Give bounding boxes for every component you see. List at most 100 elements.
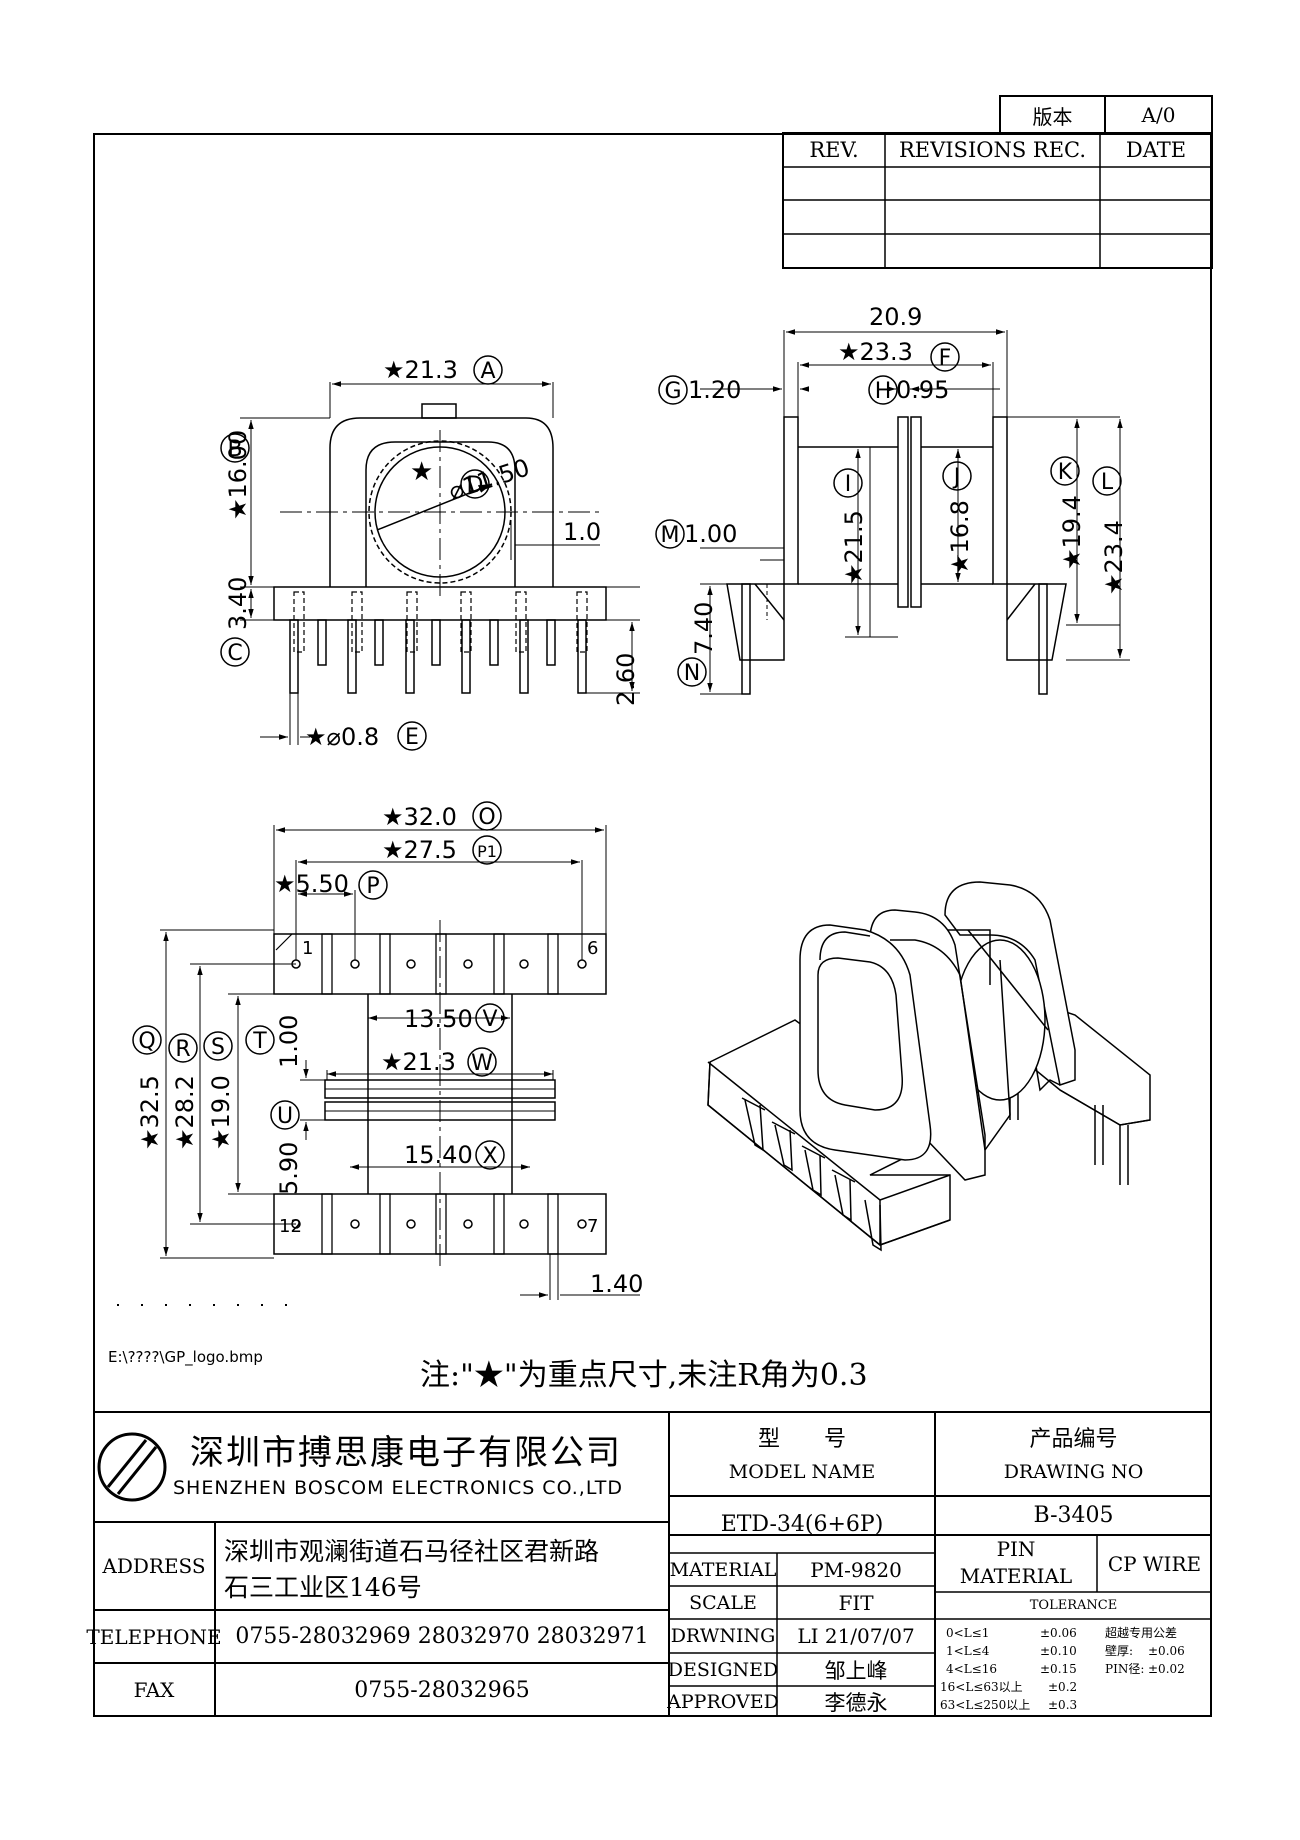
letter-F: F (930, 342, 960, 372)
letter-A: A (473, 355, 503, 385)
fax-label: FAX (133, 1678, 175, 1702)
letter-P: P (358, 870, 388, 900)
svg-text:X: X (482, 1144, 497, 1169)
letter-L: L (1092, 466, 1122, 496)
dim-Q-text: ★32.5 (136, 1075, 164, 1150)
front-view (240, 381, 640, 745)
dim-U-text: 5.90 (275, 1142, 303, 1195)
svg-text:E: E (405, 725, 419, 750)
tol-range-2: 4<L≤16 (946, 1662, 997, 1676)
company-name-cn: 深圳市搏思康电子有限公司 (190, 1433, 622, 1473)
tol-range-4: 63<L≤250以上 (940, 1698, 1031, 1712)
dim-R-text: ★28.2 (171, 1075, 199, 1150)
model-name-cn: 型 号 (757, 1427, 846, 1452)
pin-gap-text: 1.40 (590, 1270, 643, 1298)
svg-text:J: J (952, 465, 961, 490)
drawing-no-en: DRAWING NO (1003, 1461, 1144, 1483)
svg-text:B: B (227, 437, 242, 462)
svg-text:H: H (875, 379, 892, 404)
dim-E-text: ★⌀0.8 (305, 723, 379, 751)
dim-G-text: 1.20 (688, 376, 741, 404)
date-header: DATE (1125, 138, 1187, 162)
letter-G: G (658, 375, 688, 405)
svg-text:C: C (227, 641, 242, 666)
letter-X: X (475, 1140, 505, 1170)
drawing-no-value: B-3405 (1033, 1503, 1114, 1528)
dim-M-text: 1.00 (684, 520, 737, 548)
dim-O-text: ★32.0 (382, 803, 457, 831)
svg-text:I: I (845, 472, 852, 497)
dim-K-text: ★19.4 (1058, 495, 1086, 570)
svg-text:F: F (939, 346, 952, 371)
svg-text:P: P (366, 874, 379, 899)
company-name-en: SHENZHEN BOSCOM ELECTRONICS CO.,LTD (173, 1477, 624, 1499)
letter-S: S (203, 1031, 233, 1061)
svg-text:Q: Q (138, 1029, 155, 1054)
svg-text:O: O (478, 805, 495, 830)
svg-text:D: D (467, 473, 484, 498)
svg-text:A: A (480, 359, 495, 384)
drawing-no-cn: 产品编号 (1029, 1427, 1118, 1452)
model-value: ETD-34(6+6P) (720, 1512, 884, 1537)
svg-text:K: K (1058, 460, 1073, 485)
tol-value-2: ±0.15 (1040, 1662, 1077, 1676)
top-width-text: 20.9 (869, 303, 922, 331)
address-line1: 深圳市观澜街道石马径社区君新路 (224, 1537, 600, 1566)
dim-V-text: 13.50 (404, 1005, 473, 1033)
tol-range-1: 1<L≤4 (946, 1644, 990, 1658)
dimension-labels: ★21.3 ★16.00 3.40 ⌀11.50 1.0 2.60 ★⌀0.8 … (136, 303, 1128, 1298)
letter-D: D (460, 469, 490, 499)
dim-I-text: ★21.5 (840, 510, 868, 585)
company-logo (97, 1432, 167, 1502)
svg-text:W: W (471, 1051, 493, 1076)
material-label: MATERIAL (669, 1558, 777, 1581)
letter-R: R (168, 1033, 198, 1063)
bottom-view (160, 825, 640, 1300)
svg-text:M: M (661, 523, 680, 548)
dim-X-text: 15.40 (404, 1141, 473, 1169)
letter-O: O (472, 801, 502, 831)
letter-Q: Q (132, 1025, 162, 1055)
pin-labels: 1 6 12 7 (279, 938, 598, 1237)
svg-text:S: S (211, 1035, 225, 1060)
letter-J: J (942, 461, 972, 491)
special-tol-value-1: ±0.02 (1148, 1662, 1185, 1676)
tol-value-3: ±0.2 (1048, 1680, 1078, 1694)
svg-text:R: R (175, 1037, 190, 1062)
svg-text:V: V (482, 1007, 497, 1032)
dimension-letters: A B C D E F G H I J K L M N O P1 P V W X… (132, 342, 1122, 1170)
isometric-view (707, 881, 1151, 1252)
tol-range-3: 16<L≤63以上 (940, 1680, 1023, 1694)
side-view (700, 329, 1130, 695)
rev-header: REV. (809, 138, 859, 162)
letter-V: V (475, 1003, 505, 1033)
letter-C: C (220, 637, 250, 667)
svg-text:N: N (684, 661, 700, 686)
pin-material-label-1: PIN (996, 1537, 1036, 1561)
special-tol-label-1: PIN径: (1105, 1662, 1145, 1676)
dim-P-text: ★5.50 (274, 870, 349, 898)
approved-label: APPROVED (667, 1690, 779, 1713)
dim-A-label: ★21.3 (383, 356, 458, 384)
version-label: 版本 (1001, 97, 1106, 133)
tol-value-1: ±0.10 (1040, 1644, 1077, 1658)
designed-label: DESIGNED (667, 1658, 779, 1681)
letter-T: T (245, 1025, 275, 1055)
letter-M: M (655, 519, 685, 549)
tol-value-0: ±0.06 (1040, 1626, 1077, 1640)
tolerance-table: 0<L≤1 ±0.06 1<L≤4 ±0.10 4<L≤16 ±0.15 16<… (940, 1623, 1210, 1715)
tol-range-0: 0<L≤1 (946, 1626, 990, 1640)
star-marker: ★ (410, 457, 433, 487)
svg-text:G: G (664, 379, 681, 404)
pin-material-label-2: MATERIAL (959, 1564, 1073, 1588)
pin-12-label: 12 (279, 1216, 302, 1237)
dim-S-text: ★19.0 (207, 1075, 235, 1150)
logo-path: E:\????\GP_logo.bmp (108, 1348, 263, 1366)
svg-text:U: U (277, 1104, 293, 1129)
pin-length-text: 2.60 (612, 653, 640, 706)
letter-H: H (868, 375, 898, 405)
approved-value: 李德永 (824, 1690, 888, 1715)
scale-label: SCALE (689, 1591, 757, 1614)
letter-K: K (1050, 456, 1080, 486)
